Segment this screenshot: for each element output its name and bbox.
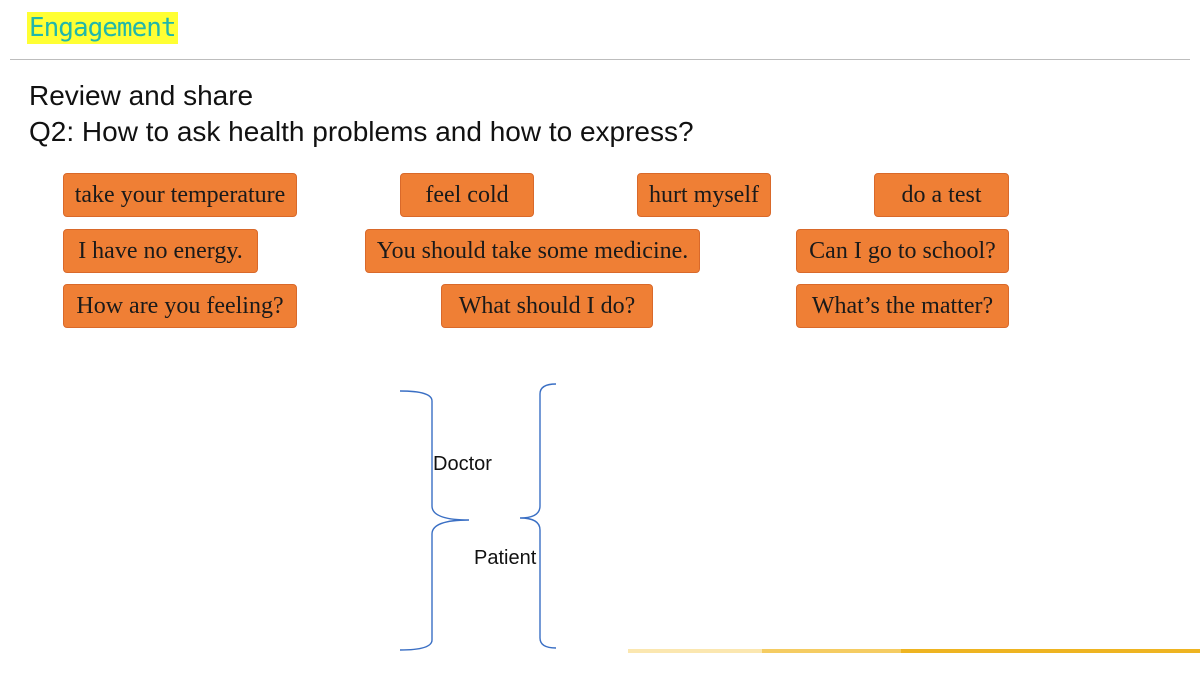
phrase-card-no-energy[interactable]: I have no energy. (63, 229, 258, 273)
phrase-card-do-a-test[interactable]: do a test (874, 173, 1009, 217)
slide-heading: Review and share (29, 80, 254, 111)
slide-question: Q2: How to ask health problems and how t… (29, 116, 694, 147)
doctor-label: Doctor (433, 453, 492, 475)
phrase-card-take-temperature[interactable]: take your temperature (63, 173, 297, 217)
phrase-card-feel-cold[interactable]: feel cold (400, 173, 534, 217)
patient-brace (519, 383, 557, 649)
phrase-card-how-feeling[interactable]: How are you feeling? (63, 284, 297, 328)
patient-label: Patient (474, 547, 537, 569)
footer-bar-mid (762, 649, 901, 653)
header-divider (10, 59, 1190, 60)
page-title: Engagement (27, 12, 178, 44)
phrase-card-whats-the-matter[interactable]: What’s the matter? (796, 284, 1009, 328)
phrase-card-take-medicine[interactable]: You should take some medicine. (365, 229, 700, 273)
doctor-brace (399, 390, 470, 651)
phrase-card-what-should-i-do[interactable]: What should I do? (441, 284, 653, 328)
phrase-card-hurt-myself[interactable]: hurt myself (637, 173, 771, 217)
footer-bar-light (628, 649, 762, 653)
footer-bar-dark (901, 649, 1200, 653)
phrase-card-go-to-school[interactable]: Can I go to school? (796, 229, 1009, 273)
